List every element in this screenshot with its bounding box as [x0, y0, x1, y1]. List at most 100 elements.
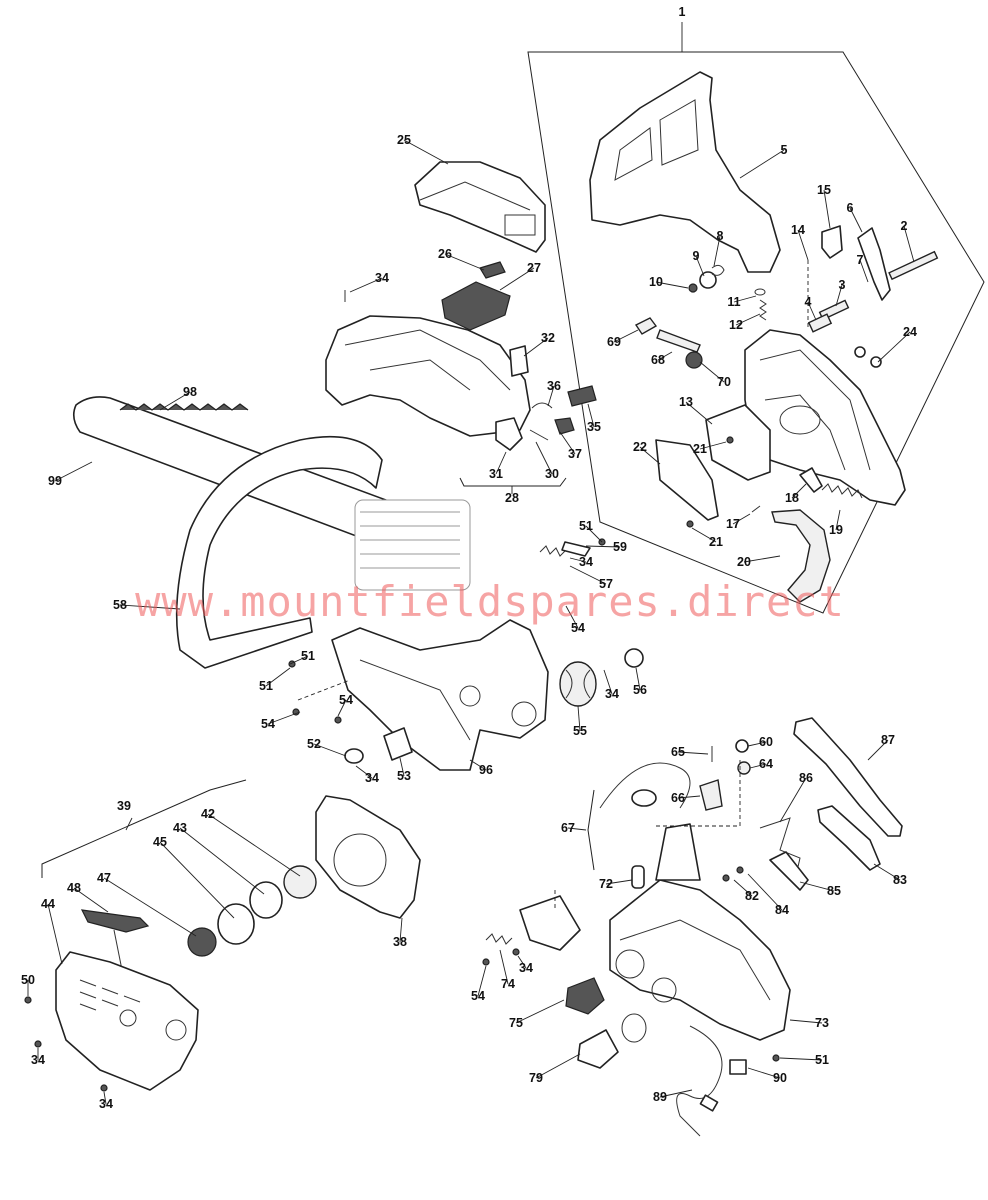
pulley-43 — [249, 881, 283, 919]
callout-label-60: 60 — [759, 735, 773, 749]
guide-plate — [705, 404, 771, 481]
callout-label-53: 53 — [397, 769, 411, 783]
callout-label-31: 31 — [489, 467, 503, 481]
callout-label-28: 28 — [505, 491, 519, 505]
callout-label-42: 42 — [201, 807, 215, 821]
callout-label-24: 24 — [903, 325, 917, 339]
leader-line — [495, 451, 507, 475]
leader-line — [523, 337, 549, 357]
nut-24b — [870, 356, 882, 368]
callout-label-87: 87 — [881, 733, 895, 747]
leader-line — [577, 705, 581, 732]
leader-line — [791, 483, 807, 499]
callout-label-64: 64 — [759, 757, 773, 771]
air-filter-cover — [414, 161, 546, 253]
leader-line — [547, 385, 555, 407]
clutch-cover-assembly — [527, 22, 985, 614]
crankcase — [331, 619, 549, 771]
leader-line — [733, 295, 757, 303]
saw-chain — [119, 403, 249, 411]
callout-label-96: 96 — [479, 763, 493, 777]
callout-label-51: 51 — [815, 1053, 829, 1067]
leader-line — [655, 281, 689, 289]
leader-line — [585, 545, 621, 548]
connector-89 — [699, 1094, 719, 1112]
callout-label-15: 15 — [817, 183, 831, 197]
callout-label-86: 86 — [799, 771, 813, 785]
air-filter — [441, 281, 511, 331]
starter-housing-plate — [315, 795, 421, 919]
pin-17 — [751, 505, 761, 513]
callout-label-26: 26 — [438, 247, 452, 261]
leader-line — [587, 403, 595, 428]
starter-cover — [55, 951, 199, 1091]
callout-label-34: 34 — [31, 1053, 45, 1067]
leader-line — [207, 813, 301, 877]
screw-51-rear — [772, 1054, 780, 1062]
watermark-text: www.mountfieldspares.direct — [135, 577, 845, 626]
lever-6 — [857, 227, 891, 301]
callout-label-52: 52 — [307, 737, 321, 751]
leader-line — [289, 655, 309, 665]
callout-label-43: 43 — [173, 821, 187, 835]
callout-label-55: 55 — [573, 724, 587, 738]
start-handle — [80, 909, 150, 933]
pulley-42 — [283, 865, 317, 899]
clutch-cover — [744, 329, 906, 506]
callout-label-44: 44 — [41, 897, 55, 911]
callout-label-67: 67 — [561, 821, 575, 835]
callout-label-70: 70 — [717, 375, 731, 389]
choke-lever — [495, 417, 523, 451]
callout-label-83: 83 — [893, 873, 907, 887]
spring-74 — [485, 933, 513, 945]
callout-label-51: 51 — [579, 519, 593, 533]
leader-line — [835, 509, 841, 531]
screw-34-rear — [512, 948, 520, 956]
callout-label-6: 6 — [847, 201, 854, 215]
callout-label-57: 57 — [599, 577, 613, 591]
callout-label-25: 25 — [397, 133, 411, 147]
callout-label-54: 54 — [339, 693, 353, 707]
screw-50 — [24, 996, 32, 1004]
leader-line — [337, 699, 347, 717]
leader-line — [313, 743, 347, 757]
leader-line — [685, 401, 713, 425]
fuel-filter — [631, 789, 657, 807]
nut-24a — [854, 346, 866, 358]
leader-line — [779, 777, 807, 823]
lockout-85 — [769, 851, 809, 891]
leader-line — [713, 235, 721, 267]
leader-line — [47, 903, 63, 965]
leader-line — [119, 604, 181, 610]
callout-label-14: 14 — [791, 223, 805, 237]
plug-69 — [634, 317, 658, 335]
callout-label-75: 75 — [509, 1016, 523, 1030]
chain-brake-handle-window — [614, 127, 653, 181]
chain-catcher-plate — [655, 439, 719, 521]
leader-line — [355, 765, 373, 779]
leader-line — [733, 879, 753, 897]
callout-label-54: 54 — [261, 717, 275, 731]
callout-labels: 1234567891011121314151718192021212224252… — [21, 5, 917, 1111]
callout-label-69: 69 — [607, 335, 621, 349]
callout-label-37: 37 — [568, 447, 582, 461]
leader-line — [677, 751, 709, 755]
callout-label-99: 99 — [48, 474, 62, 488]
callout-label-34: 34 — [579, 555, 593, 569]
rear-handle-group — [482, 717, 903, 1137]
bracket-39 — [41, 779, 247, 878]
wire-89 — [676, 1025, 723, 1137]
callout-label-7: 7 — [857, 253, 864, 267]
switch-90 — [729, 1059, 747, 1075]
callout-label-22: 22 — [633, 440, 647, 454]
leader-line — [399, 757, 405, 777]
callout-label-20: 20 — [737, 555, 751, 569]
leader-line — [569, 557, 587, 563]
clip-11 — [754, 288, 766, 296]
callout-label-13: 13 — [679, 395, 693, 409]
callout-label-10: 10 — [649, 275, 663, 289]
leader-line — [477, 965, 487, 997]
leader-line — [267, 711, 301, 725]
callout-label-32: 32 — [541, 331, 555, 345]
